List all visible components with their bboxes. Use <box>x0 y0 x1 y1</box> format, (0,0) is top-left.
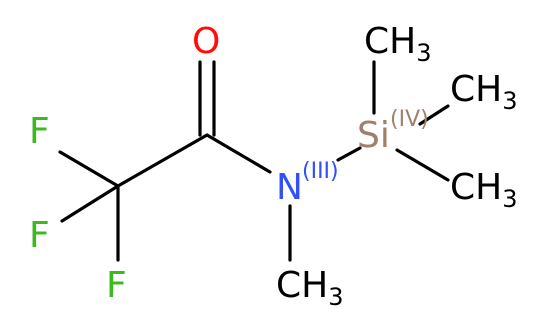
methyl-si-lower-ch: CH <box>450 167 502 208</box>
methyl-si-lower-label: CH3 <box>450 167 518 213</box>
atom-fluorine-2: F <box>29 215 50 256</box>
atom-oxygen: O <box>192 21 220 62</box>
atom-fluorine-1: F <box>29 111 50 152</box>
silicon-label: Si <box>357 115 390 156</box>
bond-nsi <box>336 146 362 162</box>
methyl-si-right-label: CH3 <box>450 69 518 115</box>
fluorine-1-label: F <box>29 111 50 152</box>
bond-si-lower <box>395 148 450 182</box>
methyl-si-right: CH3 <box>450 69 518 115</box>
methyl-n-label: CH3 <box>276 265 344 311</box>
methyl-si-top-subscript: 3 <box>416 39 431 67</box>
bond-cf1 <box>58 150 120 188</box>
methyl-si-right-ch: CH <box>450 69 502 110</box>
atom-nitrogen: N (III) <box>276 159 339 208</box>
methyl-n: CH3 <box>276 265 344 311</box>
bond-cc <box>116 133 209 188</box>
bonds <box>58 60 450 262</box>
silicon-oxidation-label: (IV) <box>390 107 429 132</box>
methyl-si-top-label: CH3 <box>364 21 432 67</box>
atom-fluorine-3: F <box>106 265 127 306</box>
bond-cf2 <box>60 184 120 223</box>
bond-si-right <box>418 104 450 126</box>
methyl-n-subscript: 3 <box>328 283 343 311</box>
nitrogen-oxidation-label: (III) <box>302 159 339 184</box>
methyl-si-top-ch: CH <box>364 21 416 62</box>
methyl-n-ch: CH <box>276 265 328 306</box>
methyl-si-right-subscript: 3 <box>502 87 517 115</box>
fluorine-3-label: F <box>106 265 127 306</box>
oxygen-label: O <box>192 21 220 62</box>
bond-cn <box>205 133 272 174</box>
methyl-si-top: CH3 <box>364 21 432 67</box>
methyl-si-lower-subscript: 3 <box>502 185 517 213</box>
methyl-si-lower: CH3 <box>450 167 518 213</box>
atom-silicon: Si (IV) <box>357 107 429 156</box>
nitrogen-label: N <box>276 167 303 208</box>
fluorine-2-label: F <box>29 215 50 256</box>
